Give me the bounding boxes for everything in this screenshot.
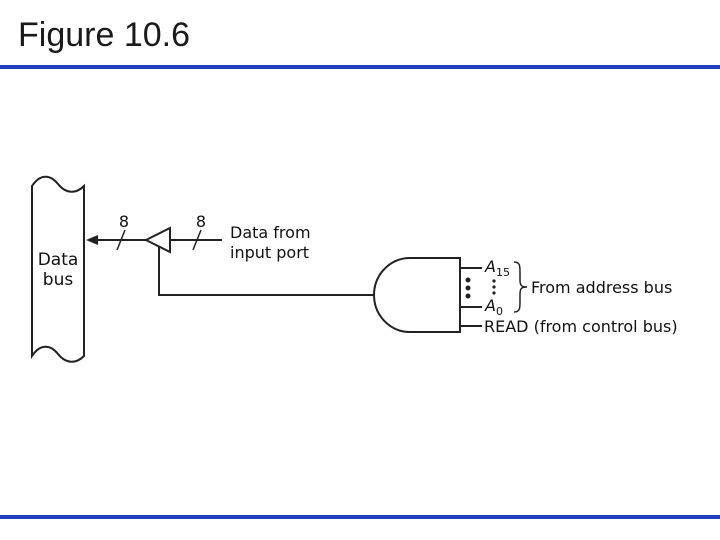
- addr-dot-1: [492, 279, 496, 283]
- footer-divider: [0, 515, 720, 519]
- input-port-label-line1: Data from: [230, 223, 311, 242]
- title-divider: [0, 65, 720, 69]
- data-bus-label: Data: [38, 250, 79, 270]
- gate-dot-2: [465, 285, 471, 291]
- addr-top-letter: A: [484, 257, 496, 276]
- addr-bottom-subscript: 0: [496, 305, 503, 318]
- addr-top-label: A15: [484, 257, 510, 279]
- addr-dot-3: [492, 291, 496, 295]
- gate-dot-1: [465, 277, 471, 283]
- data-bus-label-2: bus: [43, 270, 74, 290]
- data-bus-label-line2: bus: [43, 270, 74, 290]
- and-gate: [373, 257, 461, 333]
- from-address-bus-label: From address bus: [531, 278, 672, 297]
- enable-line: [158, 246, 376, 296]
- addr-bottom-letter: A: [484, 296, 496, 315]
- read-label: READ (from control bus): [484, 317, 678, 336]
- bus-width-slash-left: [116, 229, 126, 251]
- address-brace: [513, 261, 528, 313]
- output-arrowhead: [86, 235, 98, 245]
- gate-dot-3: [465, 293, 471, 299]
- input-port-label-2: input port: [230, 243, 309, 262]
- bus-width-left: 8: [119, 212, 129, 231]
- page-title: Figure 10.6: [18, 16, 190, 54]
- input-port-label: Data from: [230, 223, 311, 242]
- input-port-label-line2: input port: [230, 243, 309, 262]
- addr-dot-2: [492, 285, 496, 289]
- bus-width-slash-right: [192, 229, 202, 251]
- data-bus-label-line1: Data: [38, 250, 79, 270]
- addr-top-subscript: 15: [496, 266, 510, 279]
- bus-width-right: 8: [196, 212, 206, 231]
- data-bus-shape: [31, 175, 85, 363]
- addr-bottom-label: A0: [484, 296, 503, 318]
